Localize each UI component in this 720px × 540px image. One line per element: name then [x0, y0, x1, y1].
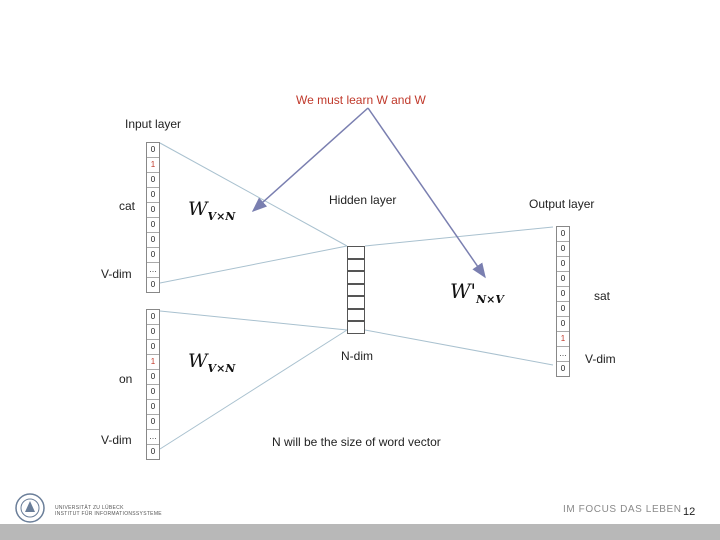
wire-out-bottom	[364, 329, 554, 366]
vector-cell: 0	[147, 370, 159, 385]
hidden-unit	[348, 322, 364, 333]
vector-cell: 0	[147, 218, 159, 233]
weight-matrix-w-bottom: WV×N	[188, 350, 236, 375]
vector-cell: …	[557, 347, 569, 362]
input-layer-label: Input layer	[125, 117, 182, 131]
vector-cell: 1	[557, 332, 569, 347]
hidden-unit	[348, 272, 364, 285]
vector-cell: 0	[147, 203, 159, 218]
vector-cell: 0	[557, 257, 569, 272]
university-seal-icon	[15, 493, 45, 523]
hidden-unit	[348, 260, 364, 272]
hidden-unit	[348, 310, 364, 322]
weight-matrix-wprime: W'N×V	[450, 279, 504, 306]
hidden-layer-label: Hidden layer	[329, 193, 397, 207]
arrow-to-w	[251, 107, 369, 213]
vector-cell: 0	[147, 188, 159, 203]
vector-cell: 0	[557, 272, 569, 287]
vector-cell: 0	[147, 415, 159, 430]
wire-out-top	[364, 226, 554, 247]
word-on-label: on	[119, 372, 133, 386]
vector-cell: …	[147, 263, 159, 278]
vector-cell: 0	[147, 233, 159, 248]
vdim-top-label: V-dim	[101, 267, 132, 281]
university-name: UNIVERSITÄT ZU LÜBECK INSTITUT FÜR INFOR…	[55, 505, 162, 517]
slogan: IM FOCUS DAS LEBEN	[563, 504, 682, 515]
vdim-bottom-label: V-dim	[101, 433, 132, 447]
vector-cell: 0	[560, 364, 566, 373]
vector-cell: 0	[557, 227, 569, 242]
page-number: 12	[683, 506, 696, 518]
learn-note: We must learn W and W	[296, 93, 426, 107]
word-cat-label: cat	[119, 199, 136, 213]
vector-cell: 0	[147, 340, 159, 355]
wire-on-top	[159, 310, 348, 331]
vector-cell: 0	[147, 248, 159, 263]
ndim-label: N-dim	[341, 349, 373, 363]
vector-cell: 0	[557, 302, 569, 317]
word-vector-note: N will be the size of word vector	[272, 435, 441, 449]
vector-cell: 0	[147, 325, 159, 340]
arrow-to-wprime	[367, 107, 486, 279]
word-sat-label: sat	[594, 289, 611, 303]
vector-cell: 0	[147, 310, 159, 325]
vector-cell: 0	[557, 242, 569, 257]
vector-cell: 0	[557, 287, 569, 302]
hidden-unit	[348, 247, 364, 260]
vector-cell: 0	[147, 173, 159, 188]
wire-on-bottom	[159, 329, 348, 450]
hidden-unit	[348, 297, 364, 310]
footer-bar	[0, 524, 720, 540]
vector-cell: 0	[557, 317, 569, 332]
vector-cell: 0	[150, 447, 156, 456]
vector-cell: 1	[147, 355, 159, 370]
vector-cell: 1	[147, 158, 159, 173]
vector-cell: 0	[150, 280, 156, 289]
vector-cell: 0	[147, 143, 159, 158]
wire-cat-top	[159, 142, 348, 247]
vector-cell: 0	[147, 385, 159, 400]
hidden-layer-vector	[347, 246, 365, 334]
output-layer-label: Output layer	[529, 197, 595, 211]
hidden-unit	[348, 285, 364, 297]
vdim-output-label: V-dim	[585, 352, 616, 366]
weight-matrix-w-top: WV×N	[188, 198, 236, 223]
vector-cell: 0	[147, 400, 159, 415]
wire-cat-bottom	[159, 245, 348, 284]
vector-cell: …	[147, 430, 159, 445]
